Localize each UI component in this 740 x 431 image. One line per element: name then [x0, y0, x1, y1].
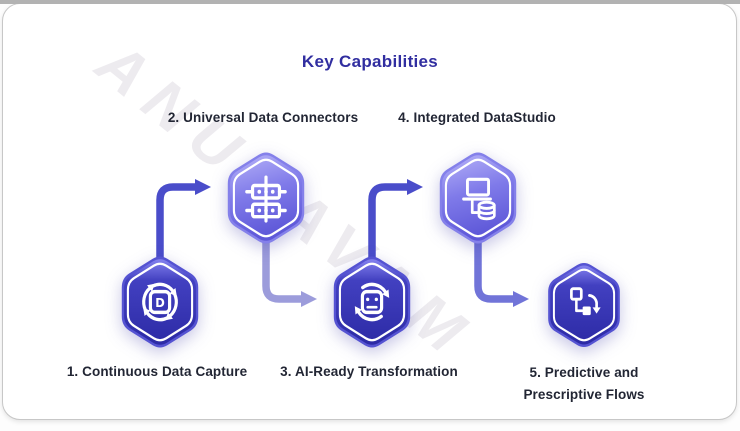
- step-5-label: 5. Predictive and Prescriptive Flows: [523, 365, 645, 402]
- hexagon-step-5: [548, 263, 620, 347]
- data-capture-sync-icon: D: [141, 282, 179, 322]
- predictive-flowchart-icon: [570, 287, 601, 316]
- arrow-step3-to-step4: [368, 179, 423, 272]
- hexagon-step-1: D: [121, 256, 199, 348]
- window-top-edge: [0, 0, 740, 4]
- page-title: Key Capabilities: [301, 52, 439, 71]
- hexagon-step-4: [439, 152, 517, 244]
- step-1-label: 1. Continuous Data Capture: [66, 364, 248, 379]
- arrow-step1-to-step2: [156, 179, 211, 272]
- step-4-label: 4. Integrated DataStudio: [398, 110, 556, 125]
- step-2-label: 2. Universal Data Connectors: [167, 110, 359, 125]
- hexagon-step-3: [333, 256, 411, 348]
- data-connectors-icon: [245, 175, 287, 223]
- computer-database-icon: [462, 177, 496, 221]
- arrow-step4-to-step5: [474, 228, 529, 307]
- arrow-step2-to-step3: [262, 228, 317, 307]
- hexagon-step-2: [227, 152, 305, 244]
- ai-transformation-sync-icon: [353, 282, 390, 322]
- step-3-label: 3. AI-Ready Transformation: [280, 364, 458, 379]
- svg-text:D: D: [155, 296, 165, 311]
